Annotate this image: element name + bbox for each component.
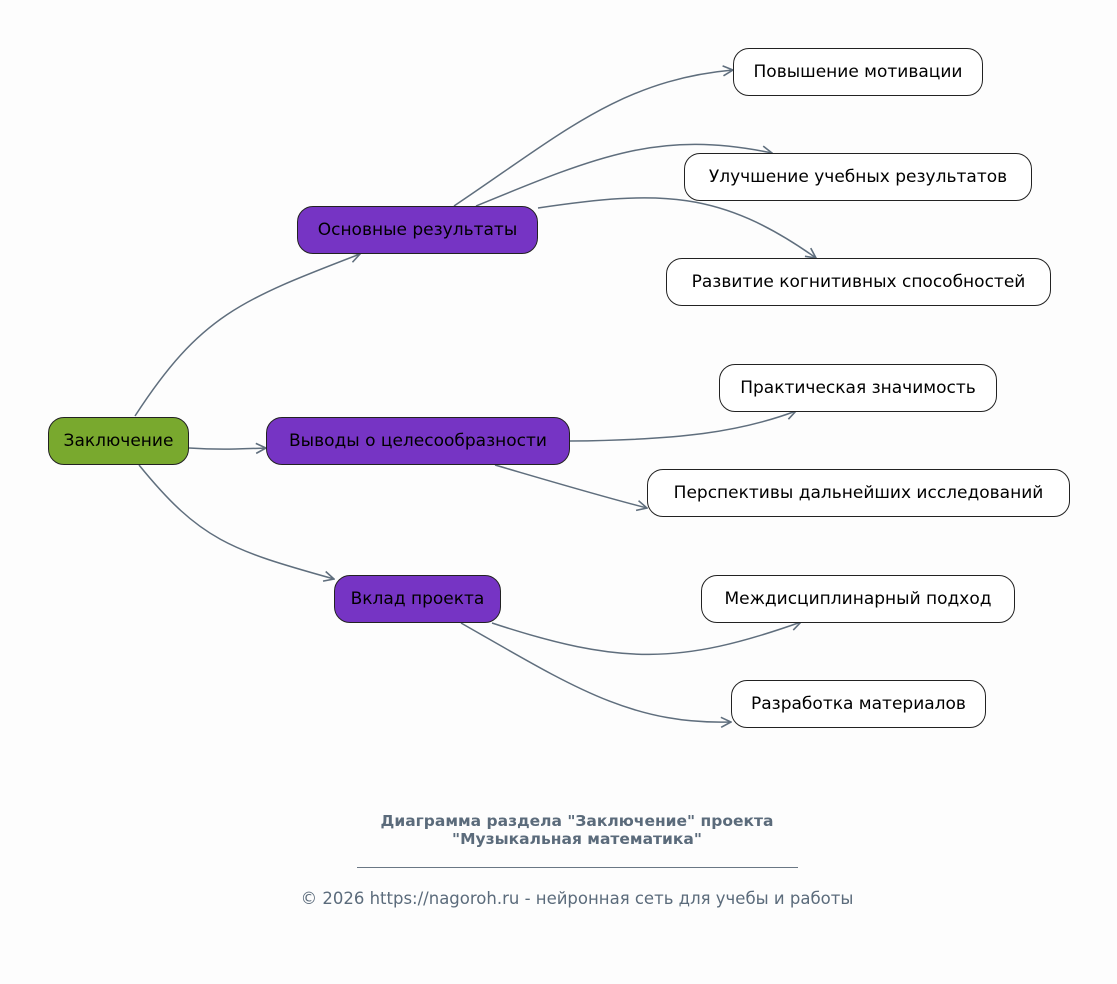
leaf-node-label: Улучшение учебных результатов: [708, 167, 1008, 187]
leaf-node-label: Развитие когнитивных способностей: [691, 272, 1026, 292]
branch-node-main-results: Основные результаты: [297, 206, 538, 254]
leaf-node-learning-results: Улучшение учебных результатов: [684, 153, 1032, 201]
root-node-label: Заключение: [63, 431, 174, 451]
edge-b2-to-b2c1: [569, 411, 796, 442]
edge-b2-to-b2c2: [494, 464, 647, 508]
leaf-node-perspectives: Перспективы дальнейших исследований: [647, 469, 1070, 517]
edge-b3-to-b3c1: [491, 622, 801, 656]
leaf-node-label: Повышение мотивации: [753, 62, 963, 82]
leaf-node-interdisciplinary: Междисциплинарный подход: [701, 575, 1015, 623]
edge-b1-to-b1c2: [475, 143, 772, 207]
leaf-node-label: Разработка материалов: [751, 694, 966, 714]
edge-b1-to-b1c3: [537, 197, 816, 258]
edge-b3-to-b3c2: [460, 622, 731, 722]
leaf-node-materials: Разработка материалов: [731, 680, 986, 728]
leaf-node-label: Перспективы дальнейших исследований: [673, 483, 1044, 503]
root-node: Заключение: [48, 417, 189, 465]
branch-node-label: Основные результаты: [317, 220, 518, 240]
edge-b1-to-b1c1: [453, 70, 733, 207]
edge-root-to-b2: [188, 448, 266, 449]
leaf-node-label: Практическая значимость: [740, 378, 976, 398]
leaf-node-label: Междисциплинарный подход: [724, 589, 992, 609]
leaf-node-practical: Практическая значимость: [719, 364, 997, 412]
copyright-text: © 2026 https://nagoroh.ru - нейронная се…: [300, 889, 854, 908]
caption-divider: [357, 867, 798, 868]
branch-node-contribution: Вклад проекта: [334, 575, 501, 623]
edge-root-to-b1: [134, 254, 360, 417]
branch-node-conclusions: Выводы о целесообразности: [266, 417, 570, 465]
diagram-caption: Диаграмма раздела "Заключение" проекта "…: [380, 812, 774, 848]
edge-root-to-b3: [138, 464, 334, 579]
leaf-node-cognitive: Развитие когнитивных способностей: [666, 258, 1051, 306]
branch-node-label: Выводы о целесообразности: [289, 431, 547, 451]
branch-node-label: Вклад проекта: [350, 589, 485, 609]
leaf-node-motivation: Повышение мотивации: [733, 48, 983, 96]
